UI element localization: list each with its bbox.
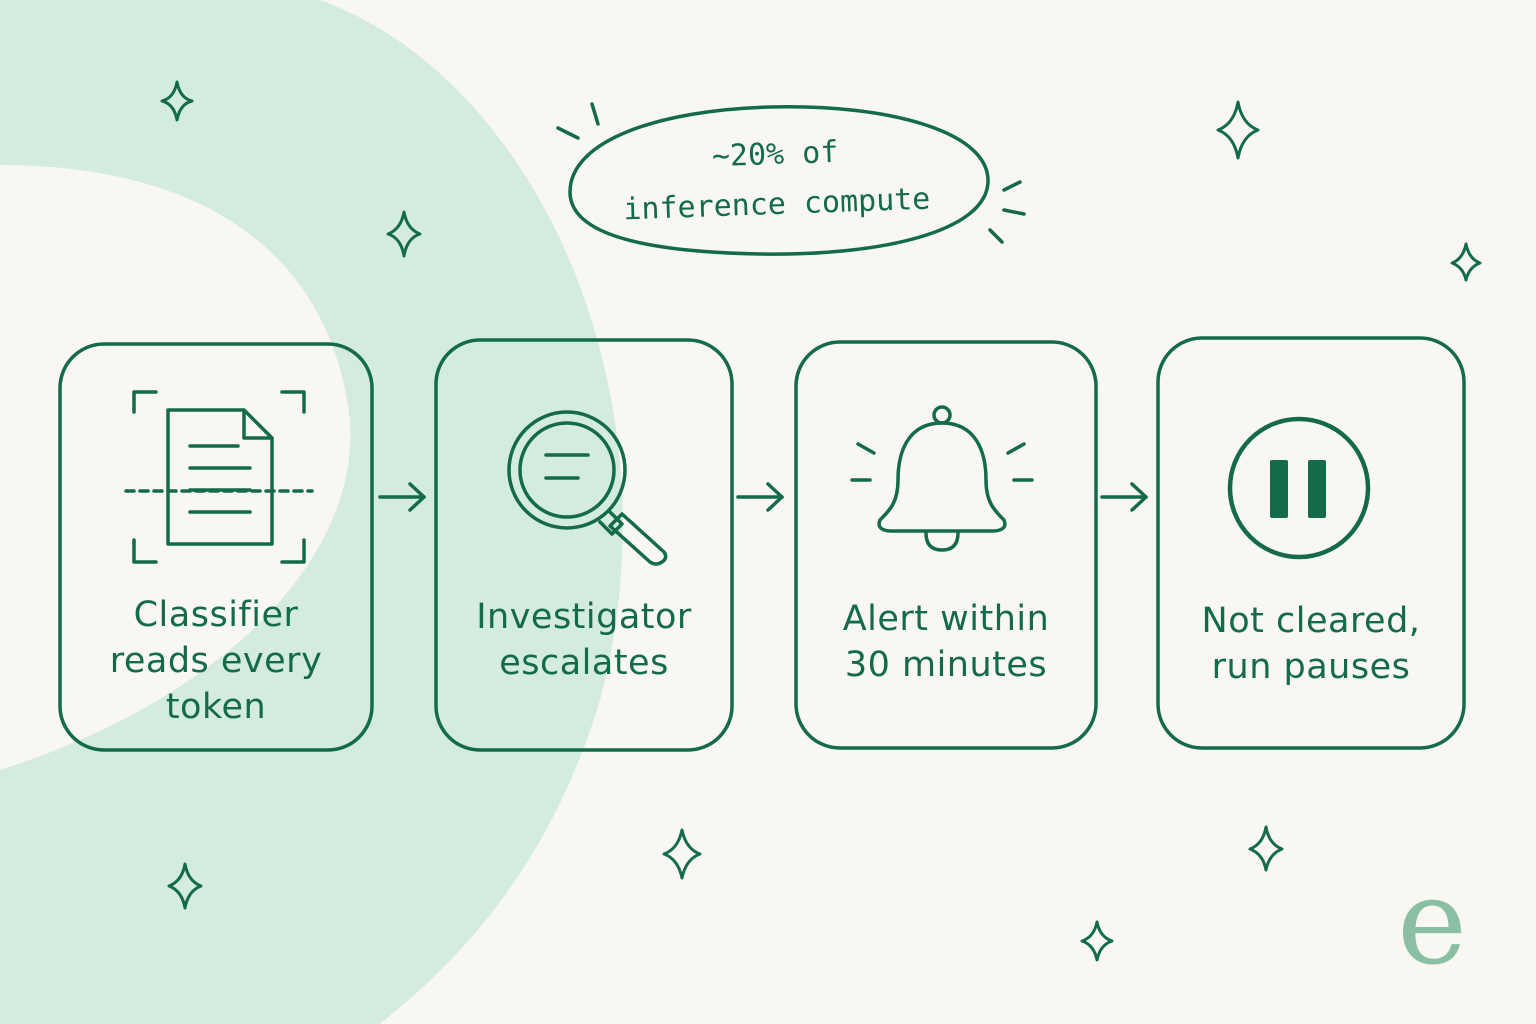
note-bubble bbox=[556, 102, 1026, 256]
sparkle-icon bbox=[167, 862, 203, 910]
sparkle-icon bbox=[1080, 920, 1114, 962]
document-scan-icon bbox=[124, 390, 314, 564]
arrow-right-icon bbox=[736, 482, 784, 512]
step-box-investigator bbox=[434, 338, 734, 752]
compute-note: ~20% of inference compute bbox=[622, 134, 931, 228]
step-label-alert: Alert within 30 minutes bbox=[842, 599, 1050, 685]
bell-icon bbox=[850, 405, 1034, 552]
sparkle-icon bbox=[1216, 100, 1260, 160]
pause-icon bbox=[1227, 416, 1371, 560]
step-label-classifier: Classifier reads every token bbox=[109, 595, 323, 727]
sparkle-icon bbox=[662, 828, 702, 880]
brand-logo: e bbox=[1397, 853, 1467, 991]
magnifying-glass-icon bbox=[507, 410, 668, 566]
step-box-classifier bbox=[58, 342, 374, 752]
arrow-right-icon bbox=[378, 482, 426, 512]
step-box-pause bbox=[1156, 336, 1466, 750]
sparkle-icon bbox=[1450, 242, 1482, 282]
sparkle-icon bbox=[160, 80, 194, 122]
arrow-right-icon bbox=[1100, 482, 1148, 512]
burst-lines-icon bbox=[556, 102, 1026, 244]
background-ring bbox=[0, 0, 623, 1024]
step-label-pause: Not cleared, run pauses bbox=[1201, 601, 1421, 687]
sparkle-icon bbox=[1248, 825, 1284, 872]
sparkle-icon bbox=[386, 210, 422, 258]
step-label-investigator: Investigator escalates bbox=[476, 597, 692, 683]
step-box-alert bbox=[794, 340, 1098, 750]
